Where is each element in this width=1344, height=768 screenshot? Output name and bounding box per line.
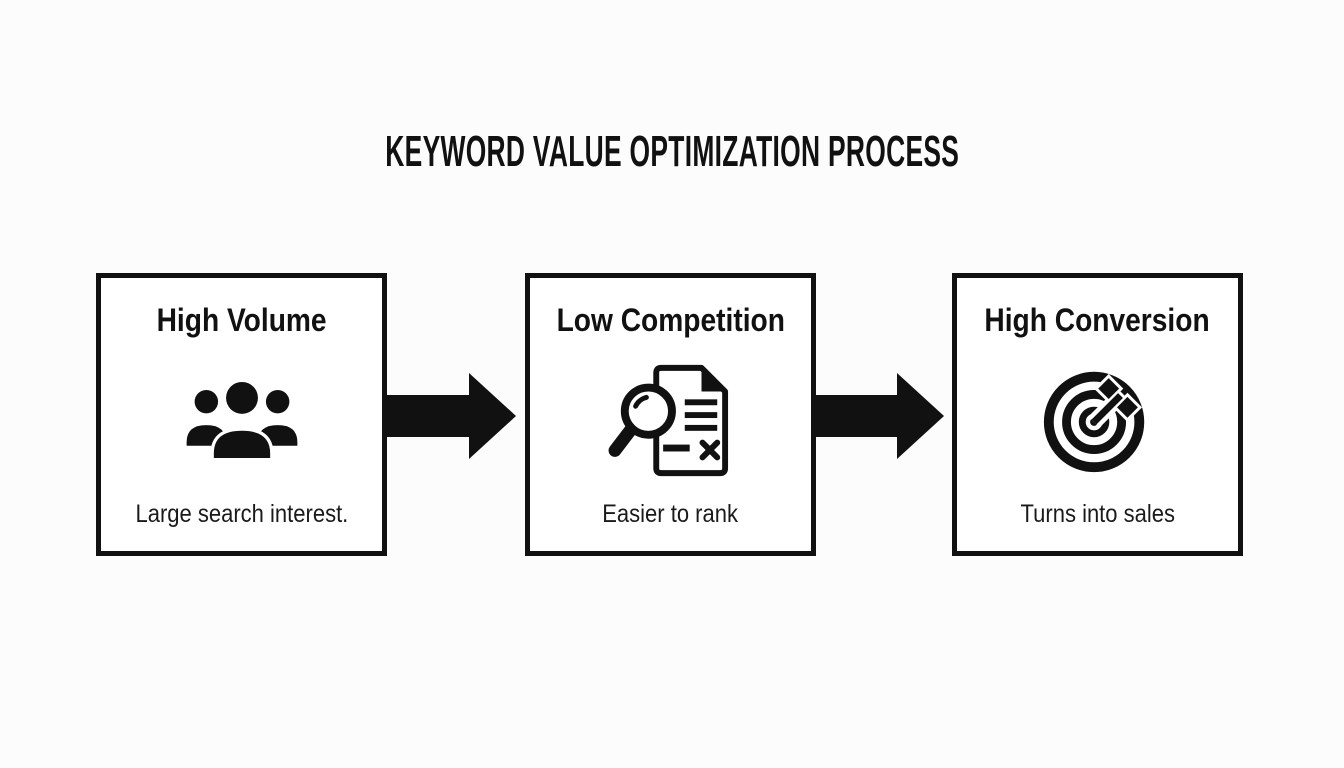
target-arrow-icon <box>1037 339 1159 500</box>
step-card-high-volume: High Volume Large search interest. <box>96 273 387 556</box>
step-caption: Large search interest. <box>135 500 348 528</box>
step-heading: High Conversion <box>984 302 1211 338</box>
people-group-icon <box>181 339 303 500</box>
step-caption: Turns into sales <box>1020 500 1175 528</box>
step-caption: Easier to rank <box>602 500 739 528</box>
step-heading: Low Competition <box>556 302 785 338</box>
flow-arrow-icon <box>387 372 517 460</box>
step-card-high-conversion: High Conversion Turns into sales <box>952 273 1243 556</box>
step-card-low-competition: Low Competition Easier to rank <box>525 273 816 556</box>
page-title: KEYWORD VALUE OPTIMIZATION PROCESS <box>0 128 1344 186</box>
page-title-text: KEYWORD VALUE OPTIMIZATION PROCESS <box>385 127 959 176</box>
step-heading: High Volume <box>156 302 327 338</box>
search-document-icon <box>607 339 735 500</box>
flow-arrow-icon <box>815 372 945 460</box>
